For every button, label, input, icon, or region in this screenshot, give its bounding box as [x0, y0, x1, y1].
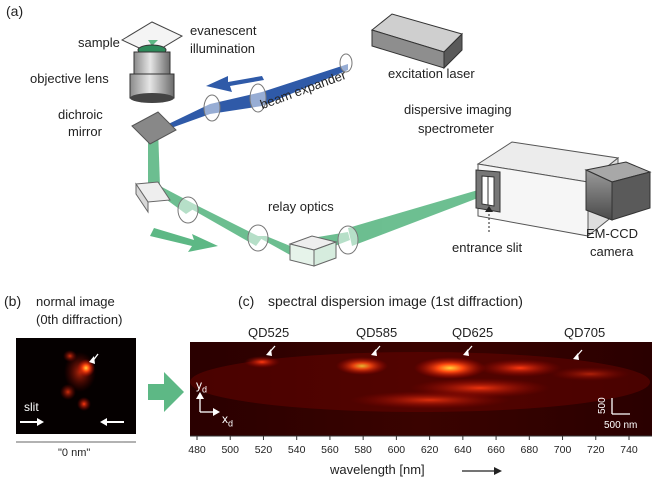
- dispersive-imaging-label: dispersive imaging: [404, 102, 512, 117]
- laser-box: [370, 13, 463, 70]
- relay-optics-label: relay optics: [268, 199, 334, 214]
- relay-lens-3: [337, 225, 359, 255]
- spectrometer-label: spectrometer: [418, 121, 494, 136]
- x-tick-label: 720: [587, 444, 605, 456]
- relay-lens-1: [177, 196, 199, 224]
- x-tick-label: 700: [553, 444, 572, 456]
- relay-prism-1: [135, 181, 171, 214]
- panel-c-label: (c): [238, 293, 255, 309]
- emission-direction-arrow: [150, 228, 218, 252]
- slit-label: slit: [24, 400, 39, 414]
- normal-image-title: normal image: [36, 294, 115, 309]
- relay-lens-2: [247, 224, 269, 252]
- dichroic-mirror: [131, 111, 177, 145]
- qd625-label: QD625: [452, 325, 494, 340]
- x-tick-label: 500: [221, 444, 239, 456]
- scale-bar-horizontal: 500 nm: [604, 420, 638, 431]
- panel-b-label: (b): [4, 293, 22, 309]
- spectral-image-title: spectral dispersion image (1st diffracti…: [268, 293, 523, 309]
- x-tick-label: 520: [254, 444, 273, 456]
- laser-direction-arrow: [206, 76, 264, 92]
- x-axis-ticks: [196, 436, 630, 440]
- mirror-label: mirror: [68, 124, 102, 139]
- emccd-camera: [584, 161, 652, 221]
- zero-nm-caption: "0 nm": [58, 447, 91, 459]
- illumination-label: illumination: [190, 41, 256, 56]
- qd585-label: QD585: [356, 325, 398, 340]
- x-tick-label: 560: [321, 444, 339, 456]
- x-tick-label: 540: [287, 444, 306, 456]
- x-tick-label: 740: [620, 444, 638, 456]
- axis-xd-label: xd: [222, 412, 234, 429]
- normal-image: [16, 338, 136, 434]
- x-tick-label: 620: [420, 444, 439, 456]
- relay-prism-2: [288, 235, 338, 267]
- x-tick-label: 600: [387, 444, 406, 456]
- qd705-label: QD705: [564, 325, 606, 340]
- scale-bar-vertical: 500: [597, 397, 608, 414]
- laser-aperture: [339, 53, 353, 73]
- x-tick-label: 640: [454, 444, 472, 456]
- dichroic-label: dichroic: [58, 107, 103, 122]
- objective-lens-label: objective lens: [30, 71, 109, 86]
- excitation-beam: [160, 64, 348, 132]
- axis-yd-label: yd: [196, 378, 208, 395]
- panel-a-label: (a): [6, 3, 24, 19]
- expander-lens-2: [249, 83, 267, 113]
- qd525-label: QD525: [248, 325, 290, 340]
- sample-label: sample: [78, 35, 120, 50]
- objective-lens: [129, 44, 175, 103]
- zeroth-diffraction-title: (0th diffraction): [36, 312, 123, 327]
- wavelength-axis-label: wavelength [nm]: [330, 462, 425, 477]
- entrance-slit-label: entrance slit: [452, 240, 523, 255]
- excitation-laser-label: excitation laser: [388, 66, 475, 81]
- camera-label: camera: [590, 244, 634, 259]
- panel-arrow: [148, 372, 184, 412]
- x-tick-label: 580: [354, 444, 372, 456]
- evanescent-label: evanescent: [190, 23, 257, 38]
- x-tick-label: 480: [188, 444, 206, 456]
- x-tick-label: 680: [520, 444, 539, 456]
- x-tick-label: 660: [487, 444, 505, 456]
- spectral-image: [190, 342, 652, 436]
- emccd-label: EM-CCD: [586, 226, 638, 241]
- expander-lens-1: [203, 94, 221, 122]
